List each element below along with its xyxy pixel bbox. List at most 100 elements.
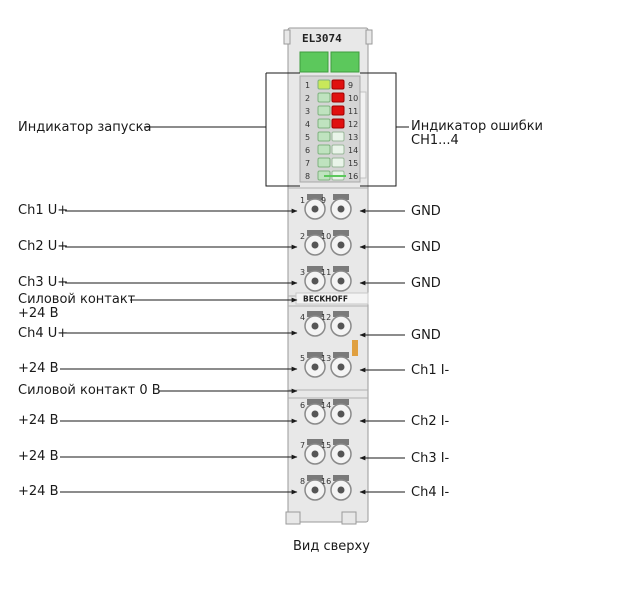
spring-release-slot[interactable] [307, 439, 323, 445]
spring-release-slot[interactable] [307, 352, 323, 358]
run-led [317, 131, 331, 142]
wire-hole [311, 486, 319, 494]
terminal-row: 2 10 [300, 230, 352, 256]
led-number-right: 12 [348, 120, 358, 129]
left-label: +24 В [18, 449, 59, 464]
right-label: Ch1 I- [411, 363, 450, 378]
spring-release-slot[interactable] [333, 439, 349, 445]
spring-release-slot[interactable] [333, 230, 349, 236]
spring-release-slot[interactable] [333, 266, 349, 272]
spring-release-slot[interactable] [333, 399, 349, 405]
view-caption: Вид сверху [293, 539, 370, 554]
green-label-right [330, 51, 360, 73]
wire-hole [311, 410, 319, 418]
terminal-number: 12 [321, 313, 331, 322]
power-contact-indicator [352, 340, 358, 356]
left-label: +24 В [18, 413, 59, 428]
error-led [331, 79, 345, 90]
right-label: GND [411, 204, 441, 219]
right-label: GND [411, 240, 441, 255]
error-led [331, 92, 345, 103]
wire-hole [311, 205, 319, 213]
right-label: Ch3 I- [411, 451, 450, 466]
left-label: Ch2 U+ [18, 239, 68, 254]
spring-release-slot[interactable] [307, 194, 323, 200]
left-label: Силовой контакт 0 В [18, 383, 161, 398]
run-led [317, 92, 331, 103]
led-number-right: 11 [348, 107, 358, 116]
run-led [317, 157, 331, 168]
spring-release-slot[interactable] [333, 194, 349, 200]
wire-hole [337, 205, 345, 213]
right-label: Ch2 I- [411, 414, 450, 429]
led-number-right: 16 [348, 172, 358, 181]
left-label: +24 В [18, 484, 59, 499]
left-label: +24 В [18, 361, 59, 376]
terminal-number: 5 [300, 354, 305, 363]
wire-hole [337, 486, 345, 494]
callout-box-right [360, 72, 397, 187]
terminal-number: 4 [300, 313, 305, 322]
spring-release-slot[interactable] [333, 475, 349, 481]
terminal-number: 1 [300, 196, 305, 205]
wire-hole [311, 450, 319, 458]
spring-release-slot[interactable] [307, 475, 323, 481]
led-number-right: 15 [348, 159, 358, 168]
led-number-right: 14 [348, 146, 358, 155]
terminal-number: 6 [300, 401, 305, 410]
led-number-left: 8 [305, 172, 310, 181]
wire-hole [337, 277, 345, 285]
spring-release-slot[interactable] [307, 311, 323, 317]
error-led [331, 144, 345, 155]
wire-hole [337, 241, 345, 249]
terminal-number: 3 [300, 268, 305, 277]
spring-release-slot[interactable] [333, 352, 349, 358]
terminal-row: 6 14 [300, 399, 352, 425]
led-number-right: 10 [348, 94, 358, 103]
spring-release-slot[interactable] [307, 399, 323, 405]
module-title: EL3074 [302, 32, 342, 45]
right-label: GND [411, 276, 441, 291]
wire-hole [311, 241, 319, 249]
led-number-left: 7 [305, 159, 310, 168]
error-led [331, 105, 345, 116]
spring-release-slot[interactable] [333, 311, 349, 317]
wire-hole [311, 322, 319, 330]
terminal-number: 2 [300, 232, 305, 241]
callout-box-left [265, 73, 300, 187]
led-number-right: 13 [348, 133, 358, 142]
terminal-row: 8 16 [300, 475, 352, 501]
led-number-left: 5 [305, 133, 310, 142]
wire-hole [311, 363, 319, 371]
callout-label-channels: CH1...4 [411, 133, 459, 148]
left-label: Силовой контакт [18, 292, 136, 307]
terminal-number: 10 [321, 232, 331, 241]
error-led [331, 118, 345, 129]
wire-hole [311, 277, 319, 285]
terminal-number: 16 [321, 477, 331, 486]
terminal-row: 5 13 [300, 352, 352, 378]
spring-release-slot[interactable] [307, 266, 323, 272]
right-label: GND [411, 328, 441, 343]
run-led [317, 79, 331, 90]
spring-release-slot[interactable] [307, 230, 323, 236]
run-led [317, 105, 331, 116]
terminal-number: 8 [300, 477, 305, 486]
left-label-line2: +24 В [18, 306, 59, 321]
terminal-number: 13 [321, 354, 331, 363]
terminal-number: 14 [321, 401, 331, 410]
brand-label: BECKHOFF [303, 295, 348, 304]
terminal-number: 9 [321, 196, 326, 205]
left-label: Ch1 U+ [18, 203, 68, 218]
terminal-number: 7 [300, 441, 305, 450]
left-connection-labels: Ch1 U+Ch2 U+Ch3 U+Силовой контакт+24 ВCh… [18, 203, 298, 499]
callout-label-error: Индикатор ошибки [411, 119, 543, 134]
terminal-row: 4 12 [300, 311, 352, 337]
error-led [331, 131, 345, 142]
